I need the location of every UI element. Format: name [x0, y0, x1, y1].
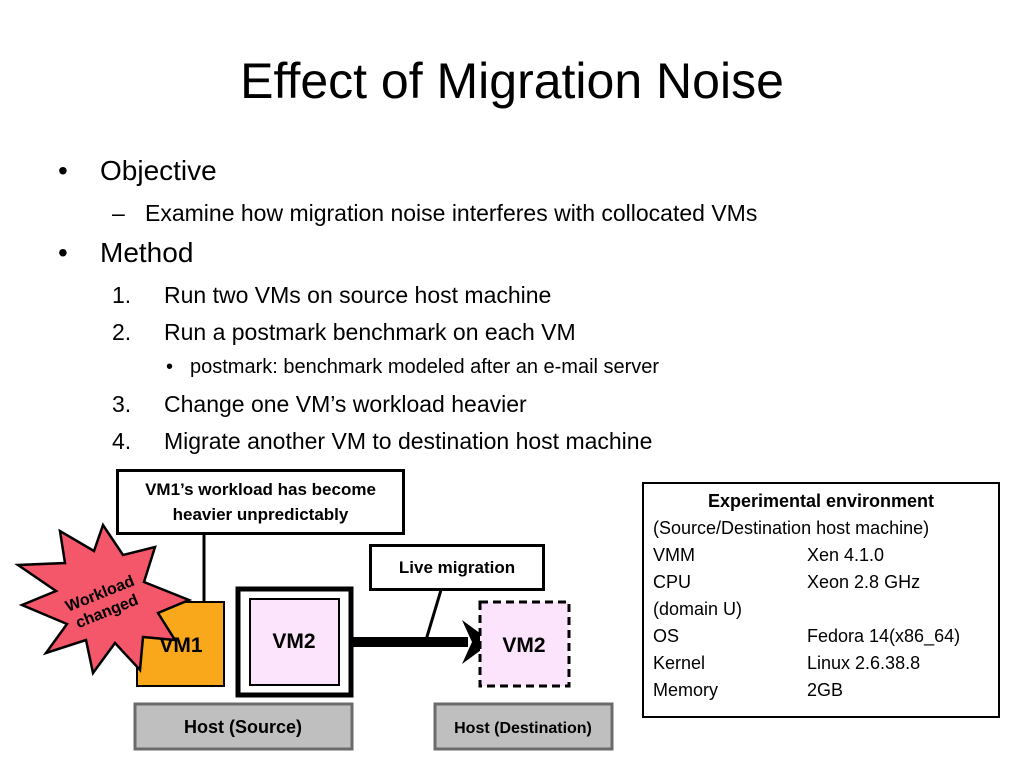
step-text: Migrate another VM to destination host m…: [164, 428, 653, 454]
host-source-box: [133, 702, 354, 751]
environment-key: VMM: [653, 545, 695, 565]
environment-key: (domain U): [653, 599, 743, 619]
callout-workload: VM1’s workload has become heavier unpred…: [116, 469, 405, 535]
vm2-source-label: VM2: [272, 630, 315, 653]
environment-row: OS Fedora 14(x86_64): [653, 623, 998, 650]
step-text: Change one VM’s workload heavier: [164, 391, 527, 417]
step-text: Run two VMs on source host machine: [164, 282, 552, 308]
callout-migration-pointer: [424, 589, 443, 641]
environment-row: Memory 2GB: [653, 677, 998, 704]
environment-row: VMM Xen 4.1.0: [653, 542, 998, 569]
environment-box: Experimental environment (Source/Destina…: [642, 482, 1000, 718]
step-number: 2.: [112, 319, 132, 345]
step-number: 4.: [112, 428, 132, 454]
step-number: 3.: [112, 391, 132, 417]
step2-note-text: postmark: benchmark modeled after an e-m…: [190, 356, 660, 378]
bullet-dot: •: [166, 356, 174, 378]
environment-key: Memory: [653, 680, 719, 700]
environment-row: Kernel Linux 2.6.38.8: [653, 650, 998, 677]
migration-diagram: Host (Source) Host (Destination) VM1 VM2…: [14, 522, 614, 751]
host-destination-label: Host (Destination): [454, 720, 592, 737]
environment-value: Xen 4.1.0: [807, 545, 885, 565]
environment-title: Experimental environment: [707, 491, 935, 511]
environment-subtitle: (Source/Destination host machine): [653, 518, 930, 538]
environment-value: Linux 2.6.38.8: [807, 653, 921, 673]
environment-value: 2GB: [807, 680, 844, 700]
migration-arrow-head: [462, 620, 492, 664]
callout-migration-text: Live migration: [398, 558, 516, 577]
step-number: 1.: [112, 282, 132, 308]
vm2-destination-label: VM2: [502, 634, 545, 657]
environment-value: Xeon 2.8 GHz: [807, 572, 921, 592]
environment-key: Kernel: [653, 653, 706, 673]
bullet-dash: –: [112, 200, 125, 226]
bullet-objective-text: Objective: [100, 155, 217, 186]
host-source-label: Host (Source): [184, 717, 302, 737]
bullet-dot: •: [58, 155, 68, 186]
bullet-method-text: Method: [100, 237, 194, 268]
bullet-dot: •: [58, 237, 68, 268]
workload-starburst: [14, 522, 193, 676]
vm2-source-box: [249, 598, 340, 686]
callout-migration: Live migration: [369, 544, 545, 591]
environment-row: (domain U): [653, 596, 998, 623]
host-destination-box: [433, 702, 614, 751]
environment-row: CPU Xeon 2.8 GHz: [653, 569, 998, 596]
callout-workload-text: VM1’s workload has become heavier unpred…: [145, 480, 376, 524]
environment-value: Fedora 14(x86_64): [807, 626, 961, 646]
environment-key: OS: [653, 626, 680, 646]
objective-subbullet-text: Examine how migration noise interferes w…: [145, 200, 758, 226]
environment-key: CPU: [653, 572, 692, 592]
vm2-destination-box: [478, 600, 571, 688]
step-text: Run a postmark benchmark on each VM: [164, 319, 576, 345]
slide-title: Effect of Migration Noise: [240, 53, 784, 109]
